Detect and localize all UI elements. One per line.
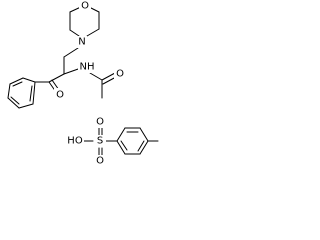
phenyl-ring (7, 77, 36, 109)
morpholine-nitrogen-label: N (78, 37, 85, 48)
morpholine-oxygen-label: O (81, 1, 89, 12)
acyl-co-double-bond-b (102, 76, 117, 85)
sulfonyl-oxygen-bottom-label: O (96, 156, 104, 167)
ch-co-bond (48, 73, 65, 83)
tolyl-ring (116, 127, 149, 155)
sulfonyl-oxygen-top-label: O (96, 117, 104, 128)
n-ch2-bond (63, 47, 79, 58)
atom-labels: O N O NH O HO S O O (54, 0, 126, 167)
sulfur-label: S (97, 136, 103, 147)
ketone-oxygen-label: O (56, 90, 64, 101)
tosic-acid-molecule (82, 126, 159, 157)
hydroxyl-label: HO (67, 136, 83, 147)
chemical-structure-diagram: O N O NH O HO S O O (7, 0, 159, 167)
acyl-co-double-bond-a (101, 72, 116, 81)
nh-acyl-bond (89, 72, 103, 81)
aminoketone-molecule (7, 5, 117, 109)
amide-oxygen-label: O (116, 69, 124, 80)
amide-nitrogen-label: NH (80, 62, 95, 73)
